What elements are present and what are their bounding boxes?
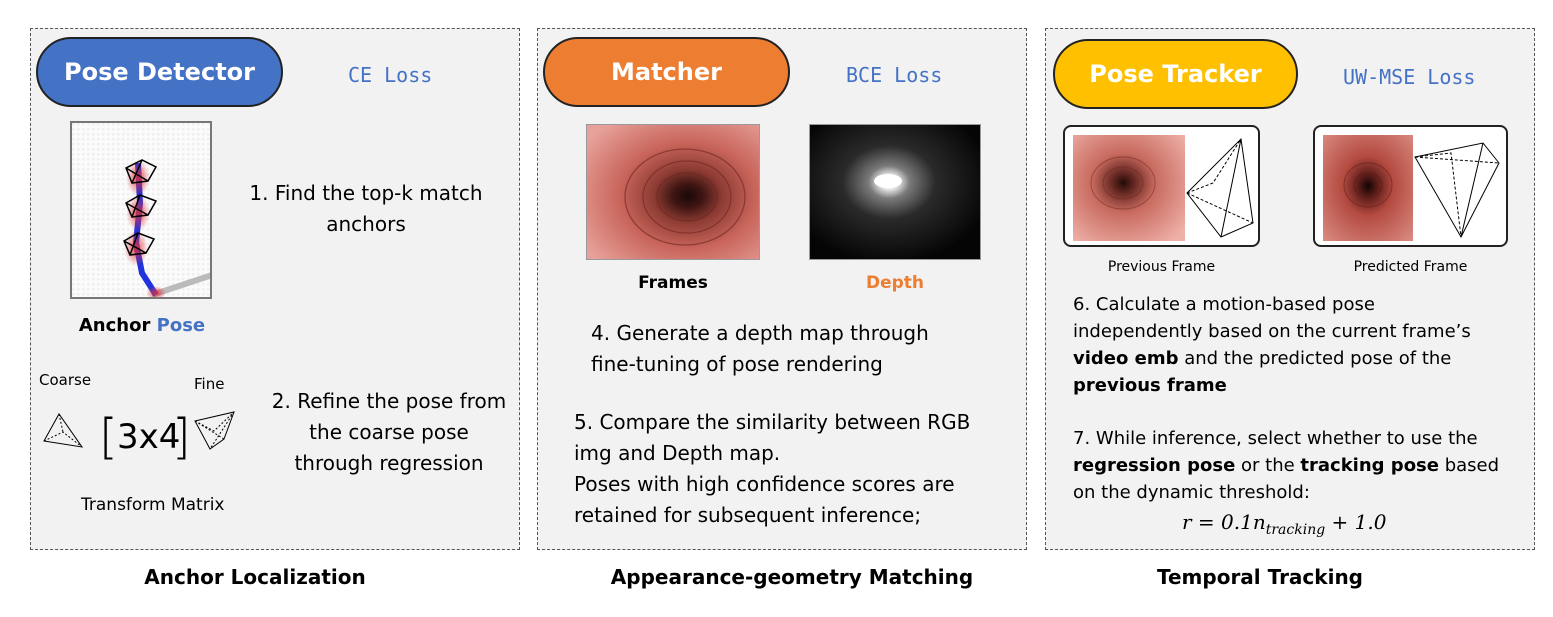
pose-detector-badge: Pose Detector [36,37,283,107]
step-4-text: 4. Generate a depth map through fine-tun… [591,321,929,376]
step-5-line-1: 5. Compare the similarity between RGB im… [574,410,971,465]
right-bracket: ] [172,409,191,465]
anchor-localization-caption: Anchor Localization [144,565,366,589]
endoscopy-frame-image [586,124,760,260]
predicted-pose-frustum-icon [1414,142,1500,239]
temporal-tracking-panel: Pose Tracker UW-MSE Loss Pre [1045,28,1535,550]
anchor-pose-label: Pose [156,315,206,336]
threshold-formula: r = 0.1ntracking + 1.0 [1182,510,1386,538]
predicted-frame-label: Predicted Frame [1353,259,1468,275]
step-7-part-e: based on the dynamic threshold: [1073,455,1500,503]
frames-label: Frames [638,273,708,293]
depth-label: Depth [865,273,925,293]
anchor-trajectory-image [70,121,212,299]
formula-subscript: tracking [1265,522,1326,538]
fine-pose-icon [194,411,235,450]
uw-mse-loss-label: UW-MSE Loss [1343,65,1476,89]
temporal-tracking-caption: Temporal Tracking [1157,565,1363,589]
previous-frame-card [1063,125,1260,247]
step-5-text: 5. Compare the similarity between RGB im… [574,407,994,531]
coarse-pose-icon [43,413,84,448]
step-7-part-a: 7. While inference, select whether to us… [1073,428,1478,449]
step-1-text: 1. Find the top-k match anchors [249,181,483,236]
appearance-geometry-caption: Appearance-geometry Matching [610,565,974,589]
previous-frame-image [1073,135,1185,241]
predicted-frame-card [1313,125,1508,247]
matrix-label: 3x4 [117,417,181,457]
step-6-video-emb: video emb [1073,348,1179,369]
step-6-text: 6. Calculate a motion-based pose indepen… [1073,291,1493,399]
step-6-part-c: and the predicted pose of the [1178,348,1452,369]
step-6-part-a: 6. Calculate a motion-based pose indepen… [1073,294,1471,342]
ce-loss-label: CE Loss [348,63,433,87]
step-6-previous-frame: previous frame [1073,375,1227,396]
anchor-localization-panel: Pose Detector CE Loss [30,28,520,550]
transform-matrix-label: Transform Matrix [81,495,225,515]
formula-lhs: r = 0.1n [1182,510,1266,534]
formula-rhs: + 1.0 [1325,510,1387,534]
left-bracket: [ [99,409,118,465]
coarse-label: Coarse [39,371,92,389]
step-7-part-c: or the [1235,455,1301,476]
appearance-geometry-panel: Matcher BCE Loss [537,28,1027,550]
step-5-line-2: Poses with high confidence scores are re… [574,472,955,527]
previous-pose-frustum-icon [1186,137,1254,238]
predicted-frame-image [1323,135,1413,241]
step-7-text: 7. While inference, select whether to us… [1073,425,1518,506]
bce-loss-label: BCE Loss [846,63,943,87]
fine-label: Fine [194,375,225,393]
step-2-text: 2. Refine the pose from the coarse pose … [271,389,507,475]
step-7-regression-pose: regression pose [1073,455,1236,476]
previous-frame-label: Previous Frame [1107,259,1216,275]
pose-tracker-badge: Pose Tracker [1053,39,1298,109]
depth-map-image [809,124,981,260]
matcher-badge: Matcher [543,37,790,107]
step-7-tracking-pose: tracking pose [1300,455,1439,476]
anchor-label: Anchor [78,315,151,336]
